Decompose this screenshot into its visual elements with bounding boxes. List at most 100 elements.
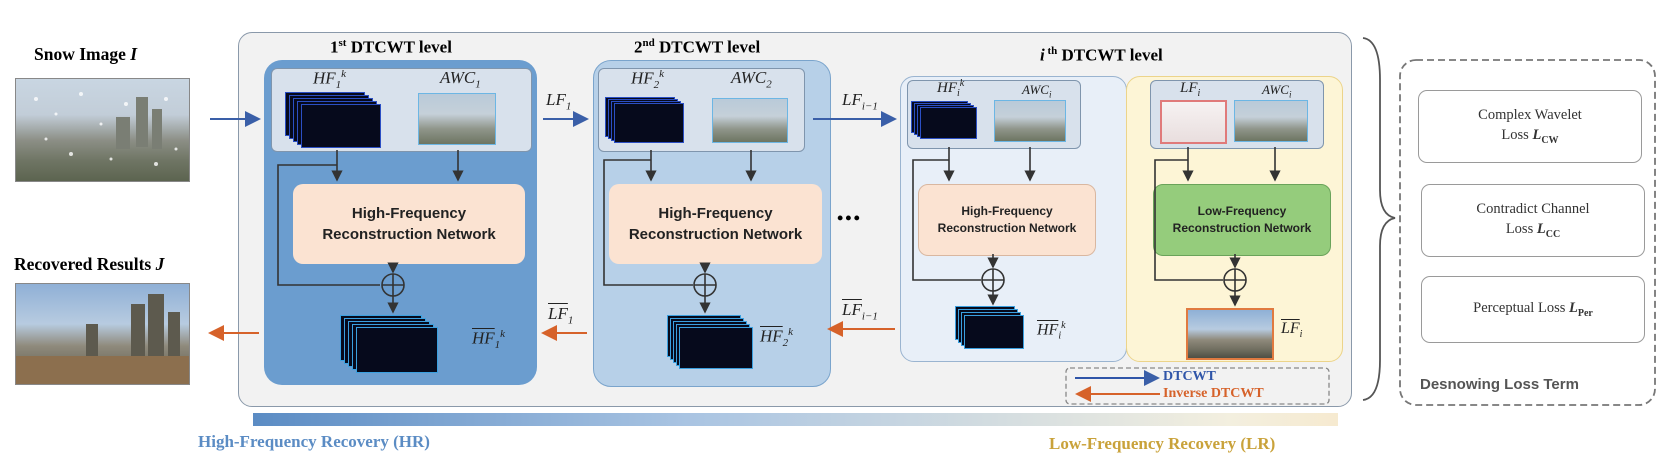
hfi-hat-sup: k <box>1061 320 1066 331</box>
lfi-hat-text: LF <box>1281 320 1300 337</box>
desnowing-loss-term-title: Desnowing Loss Term <box>1420 376 1579 393</box>
lfi-hat-image <box>1186 308 1274 360</box>
lf-network-i-line2: Reconstruction Network <box>1172 221 1312 235</box>
snow-image-symbol: I <box>130 44 138 64</box>
hr-label: High-Frequency Recovery (HR) <box>198 432 430 451</box>
cc-loss-line2: Loss LCC <box>1476 220 1589 241</box>
lfi-text: LF <box>1180 80 1198 96</box>
hfi-hat-text: HF <box>1037 321 1059 339</box>
hf1-hat-stack <box>340 315 440 375</box>
loss-brace <box>1362 37 1396 401</box>
cw-loss-symbol: L <box>1532 126 1542 143</box>
lf1-text: LF <box>546 90 566 109</box>
hf1-text: HF <box>313 68 336 88</box>
level2-title: 2nd DTCWT level <box>634 37 760 58</box>
leveli-title: i th DTCWT level <box>1040 45 1163 66</box>
awc2-image <box>712 98 788 143</box>
hf2-coefficient-stack <box>605 97 695 147</box>
awci2-text: AWC <box>1262 82 1289 97</box>
hf-network-i-line1: High-Frequency <box>961 204 1053 219</box>
hfi-sup: k <box>959 78 965 89</box>
cc-loss-line1: Contradict Channel <box>1476 201 1590 218</box>
hf1-sup: k <box>341 68 347 80</box>
snow-image-label: Snow Image I <box>34 44 137 65</box>
hfi-label: HFik <box>937 78 964 99</box>
recovered-results-text: Recovered Results <box>14 254 152 274</box>
legend-inverse-dtcwt: Inverse DTCWT <box>1163 386 1264 401</box>
hf1-hat-label: HF1k <box>472 328 505 351</box>
level1-title-num: 1 <box>330 37 339 57</box>
perceptual-loss-box: Perceptual Loss LPer <box>1421 276 1645 343</box>
legend-box <box>1065 367 1330 405</box>
lr-label: Low-Frequency Recovery (LR) <box>1049 434 1276 453</box>
contradict-channel-loss-box: Contradict Channel Loss LCC <box>1421 184 1645 257</box>
hf2-sub: 2 <box>653 79 660 92</box>
per-loss-word: Perceptual Loss <box>1473 299 1566 316</box>
cc-loss-symbol: L <box>1536 220 1546 237</box>
lf1-forward-label: LF1 <box>546 90 571 112</box>
hf1-hat-text: HF <box>472 328 495 348</box>
cw-loss-line2: Loss LCW <box>1478 126 1582 147</box>
level2-title-text: DTCWT level <box>654 37 761 57</box>
hf1-coefficient-stack <box>285 92 385 148</box>
hf1-label: HF1k <box>313 68 346 91</box>
loss-term-frame <box>1399 59 1656 406</box>
level1-title: 1st DTCWT level <box>330 37 452 58</box>
lf1-hat-text: LF <box>548 304 568 323</box>
hf2-text: HF <box>631 68 654 88</box>
ellipsis: ••• <box>837 208 862 228</box>
lfi-sub: i <box>1197 88 1201 99</box>
awci2-image <box>1234 100 1308 142</box>
per-loss-symbol: L <box>1568 299 1578 316</box>
hfi-coefficient-stack <box>911 101 981 143</box>
level1-title-text: DTCWT level <box>346 37 452 57</box>
per-loss-line: Perceptual Loss LPer <box>1473 299 1593 320</box>
recovery-gradient-bar <box>253 413 1338 426</box>
hf1-sub: 1 <box>335 79 342 92</box>
cw-loss-line1: Complex Wavelet <box>1478 107 1582 124</box>
hf2-hat-sub: 2 <box>782 337 789 350</box>
hf2-hat-text: HF <box>760 326 783 346</box>
inverse-arrows <box>208 321 895 341</box>
hf-network-i-line2: Reconstruction Network <box>937 221 1077 235</box>
recovered-results-symbol: J <box>155 254 165 274</box>
lfim1-hat-label: LFi−1 <box>842 300 878 322</box>
lfim1-hat-text: LF <box>842 300 862 319</box>
level1-title-sup: st <box>338 37 347 49</box>
leveli-title-text: DTCWT level <box>1057 45 1163 65</box>
awc2-text: AWC <box>731 68 767 87</box>
hf2-hat-sup: k <box>788 326 794 338</box>
lf1-sub: 1 <box>565 100 572 113</box>
legend-dtcwt: DTCWT <box>1163 369 1216 384</box>
cw-loss-word: Loss <box>1501 126 1529 143</box>
lf1-hat-sub: 1 <box>567 314 574 327</box>
lfi-image <box>1160 100 1227 144</box>
level2-connectors <box>603 150 757 314</box>
hf2-sup: k <box>659 68 665 80</box>
hf-network-2-line1: High-Frequency <box>658 205 773 222</box>
awc1-label: AWC1 <box>440 68 481 90</box>
recovered-image <box>15 283 190 385</box>
recovered-buildings <box>16 294 189 384</box>
lfi-hat-sub: i <box>1299 329 1303 341</box>
awc2-label: AWC2 <box>731 68 772 90</box>
hf1-hat-sub: 1 <box>494 339 501 352</box>
leveli-title-sup: th <box>1044 45 1058 57</box>
awci-text: AWC <box>1022 82 1049 97</box>
hf1-hat-sup: k <box>500 328 506 340</box>
lfi-hat-label: LFi <box>1281 320 1302 340</box>
hfi-hat-stack <box>955 306 1030 352</box>
awci2-label: AWCi <box>1262 82 1291 100</box>
level2-title-sup: nd <box>642 37 655 49</box>
awci2-sub: i <box>1288 89 1292 100</box>
leveli-hf-connectors <box>912 147 1036 306</box>
hfi-hat-label: HFik <box>1037 320 1066 342</box>
snow-flakes-overlay <box>34 92 178 166</box>
snow-image <box>15 78 190 182</box>
hfi-hat-sub: i <box>1058 330 1062 342</box>
per-loss-sub: Per <box>1577 307 1593 319</box>
